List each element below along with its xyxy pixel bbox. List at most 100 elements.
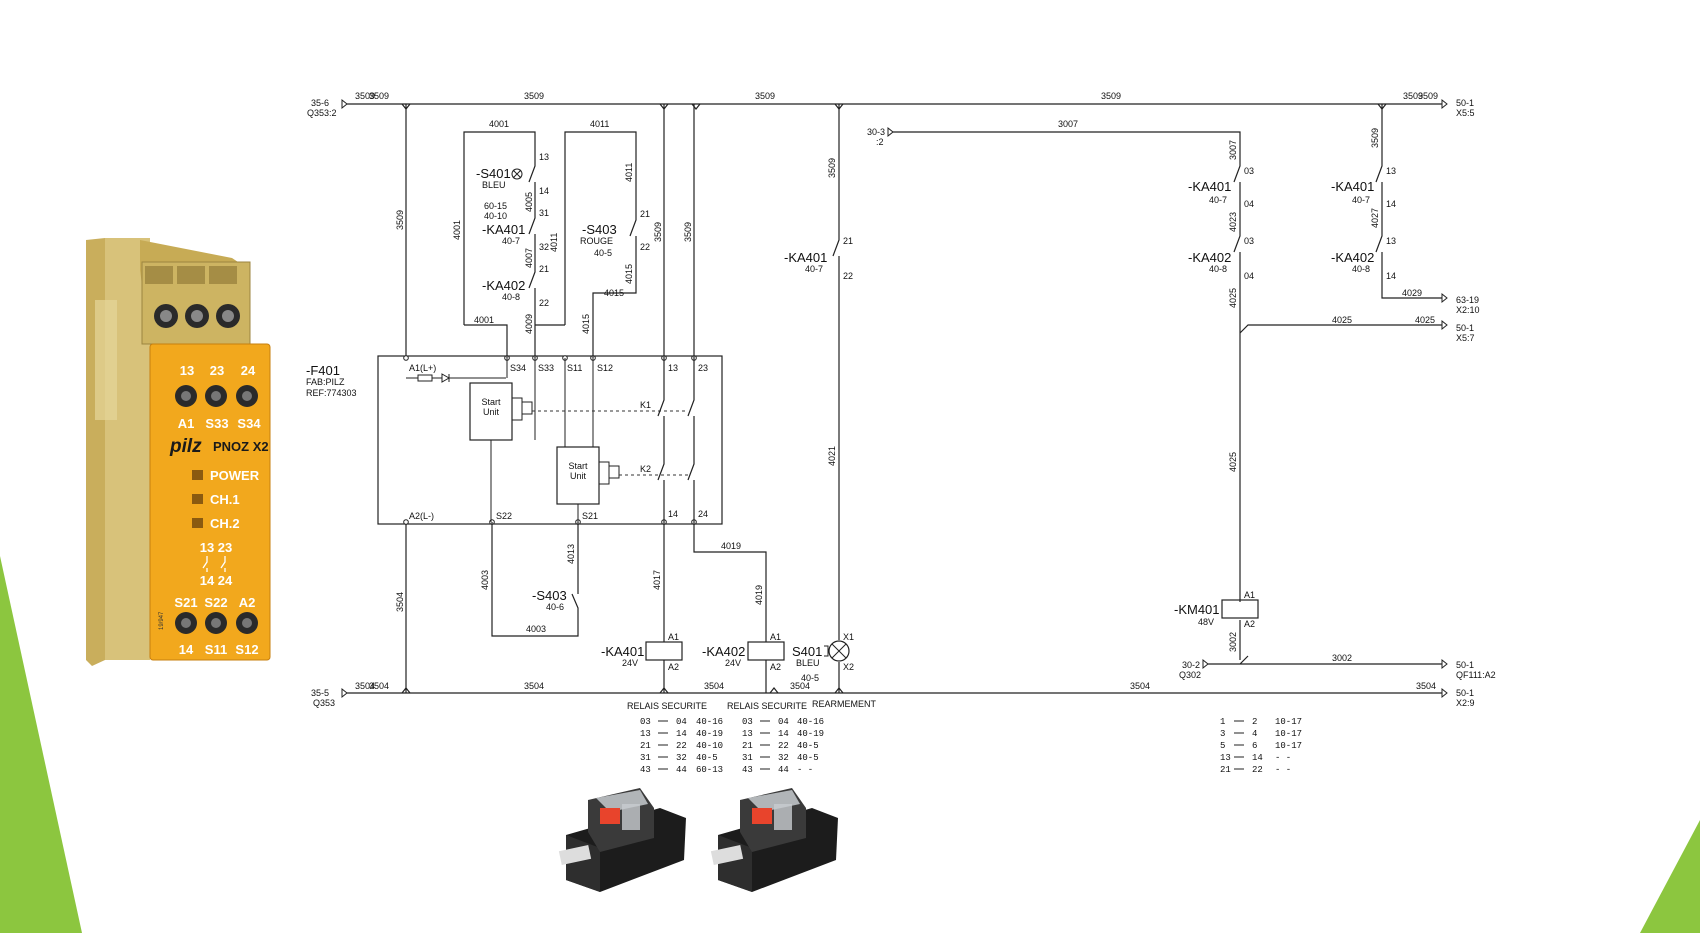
pilz-term-13: 13 [180,363,194,378]
c14-ka402-r: 14 [1386,271,1396,281]
term-a2: A2(L-) [409,511,434,521]
wire-3504-v1: 3504 [395,592,405,612]
wire-3509-v5: 3509 [1370,128,1380,148]
wire-4019-v: 4019 [754,585,764,605]
svg-text:22: 22 [676,741,687,751]
s403b-label: -S403 [532,588,567,603]
svg-text:31: 31 [742,753,753,763]
wire-4027: 4027 [1370,208,1380,228]
wire-4007: 4007 [524,248,534,268]
svg-text:03: 03 [742,717,753,727]
ka402-a2: A2 [770,662,781,672]
wire-3509-e: 3509 [1418,91,1438,101]
ref-bot-left-2: Q353 [313,698,335,708]
ka401-a2: A2 [668,662,679,672]
wire-3007-v: 3007 [1228,140,1238,160]
svg-text:32: 32 [676,753,687,763]
lamp-x1: X1 [843,632,854,642]
wire-4023: 4023 [1228,212,1238,232]
term-s21: S21 [582,511,598,521]
wire-4015-v2: 4015 [581,314,591,334]
green-corner-right [1640,820,1700,933]
s403-ref: 40-5 [594,248,612,258]
svg-text:10-17: 10-17 [1275,741,1302,751]
term-s11: S11 [567,363,582,373]
wire-4005: 4005 [524,192,534,212]
svg-text:43: 43 [742,765,753,775]
power-led-icon [192,470,203,480]
wire-3002-v: 3002 [1228,632,1238,652]
term-23: 23 [698,363,708,373]
c04-ka402: 04 [1244,271,1254,281]
wire-3509-v4: 3509 [827,158,837,178]
svg-text:3: 3 [1220,729,1225,739]
c22-s403: 22 [640,242,650,252]
rearmement-label: REARMEMENT [812,699,877,709]
svg-text:22: 22 [1252,765,1263,775]
wire-4009: 4009 [524,314,534,334]
svg-text:31: 31 [640,753,651,763]
ref-top-right-2: X5:5 [1456,108,1475,118]
wire-3509-b: 3509 [755,91,775,101]
pilz-term-14: 14 [179,642,194,657]
svg-text:21: 21 [1220,765,1231,775]
ka401-nc-ref: 40-7 [502,236,520,246]
s401-lamp-ref: 40-5 [801,673,819,683]
c21-ka402: 21 [539,264,549,274]
svg-text:03: 03 [640,717,651,727]
svg-text:40-5: 40-5 [797,753,819,763]
wire-3504-a: 3504 [524,681,544,691]
wire-3509-c: 3509 [1101,91,1121,101]
wire-4011-v2: 4011 [624,163,634,182]
svg-text:14: 14 [1252,753,1263,763]
ka401-24v: 24V [622,658,638,668]
ch2-led-icon [192,518,203,528]
k2-label: K2 [640,464,651,474]
ka401-r-ref: 40-7 [1352,195,1370,205]
wire-3509-v2: 3509 [653,222,663,242]
wire-4003-v: 4003 [480,570,490,590]
c13-s401: 13 [539,152,549,162]
svg-text:43: 43 [640,765,651,775]
ka402-nc-ref: 40-8 [502,292,520,302]
s403-label: -S403 [582,222,617,237]
ref-qf111: QF111:A2 [1456,670,1496,680]
wire-4017: 4017 [652,570,662,590]
svg-text:40-16: 40-16 [696,717,723,727]
term-13: 13 [668,363,678,373]
pilz-term-24: 24 [241,363,256,378]
ch1-led-icon [192,494,203,504]
term-14: 14 [668,509,678,519]
ka402-no-label: -KA402 [1188,250,1231,265]
c03-ka402: 03 [1244,236,1254,246]
ref-x2-10: X2:10 [1456,305,1480,315]
ka401-nc-label: -KA401 [482,222,525,237]
wire-4025-v2: 4025 [1228,452,1238,472]
ref-63-19: 63-19 [1456,295,1479,305]
pilz-logo: pilz [169,436,202,457]
ref-30-3b: :2 [876,137,884,147]
svg-text:13: 13 [742,729,753,739]
wire-4003-h: 4003 [526,624,546,634]
s401-ref2: 40-10 [484,211,507,221]
ka401-r-label: -KA401 [1331,179,1374,194]
relay-socket-1 [558,788,686,892]
wire-4021: 4021 [827,446,837,466]
pilz-term-23: 23 [210,363,224,378]
svg-text:10-17: 10-17 [1275,717,1302,727]
wire-4011-v: 4011 [549,233,559,252]
ka402-no-ref: 40-8 [1209,264,1227,274]
ref-top-left-2: Q353:2 [307,108,337,118]
svg-text:21: 21 [742,741,753,751]
term-s33: S33 [538,363,554,373]
svg-text:21: 21 [640,741,651,751]
wire-4025-h2: 4025 [1415,315,1435,325]
wire-4001-v: 4001 [452,220,462,240]
svg-text:- -: - - [1275,753,1291,763]
svg-text:40-19: 40-19 [696,729,723,739]
